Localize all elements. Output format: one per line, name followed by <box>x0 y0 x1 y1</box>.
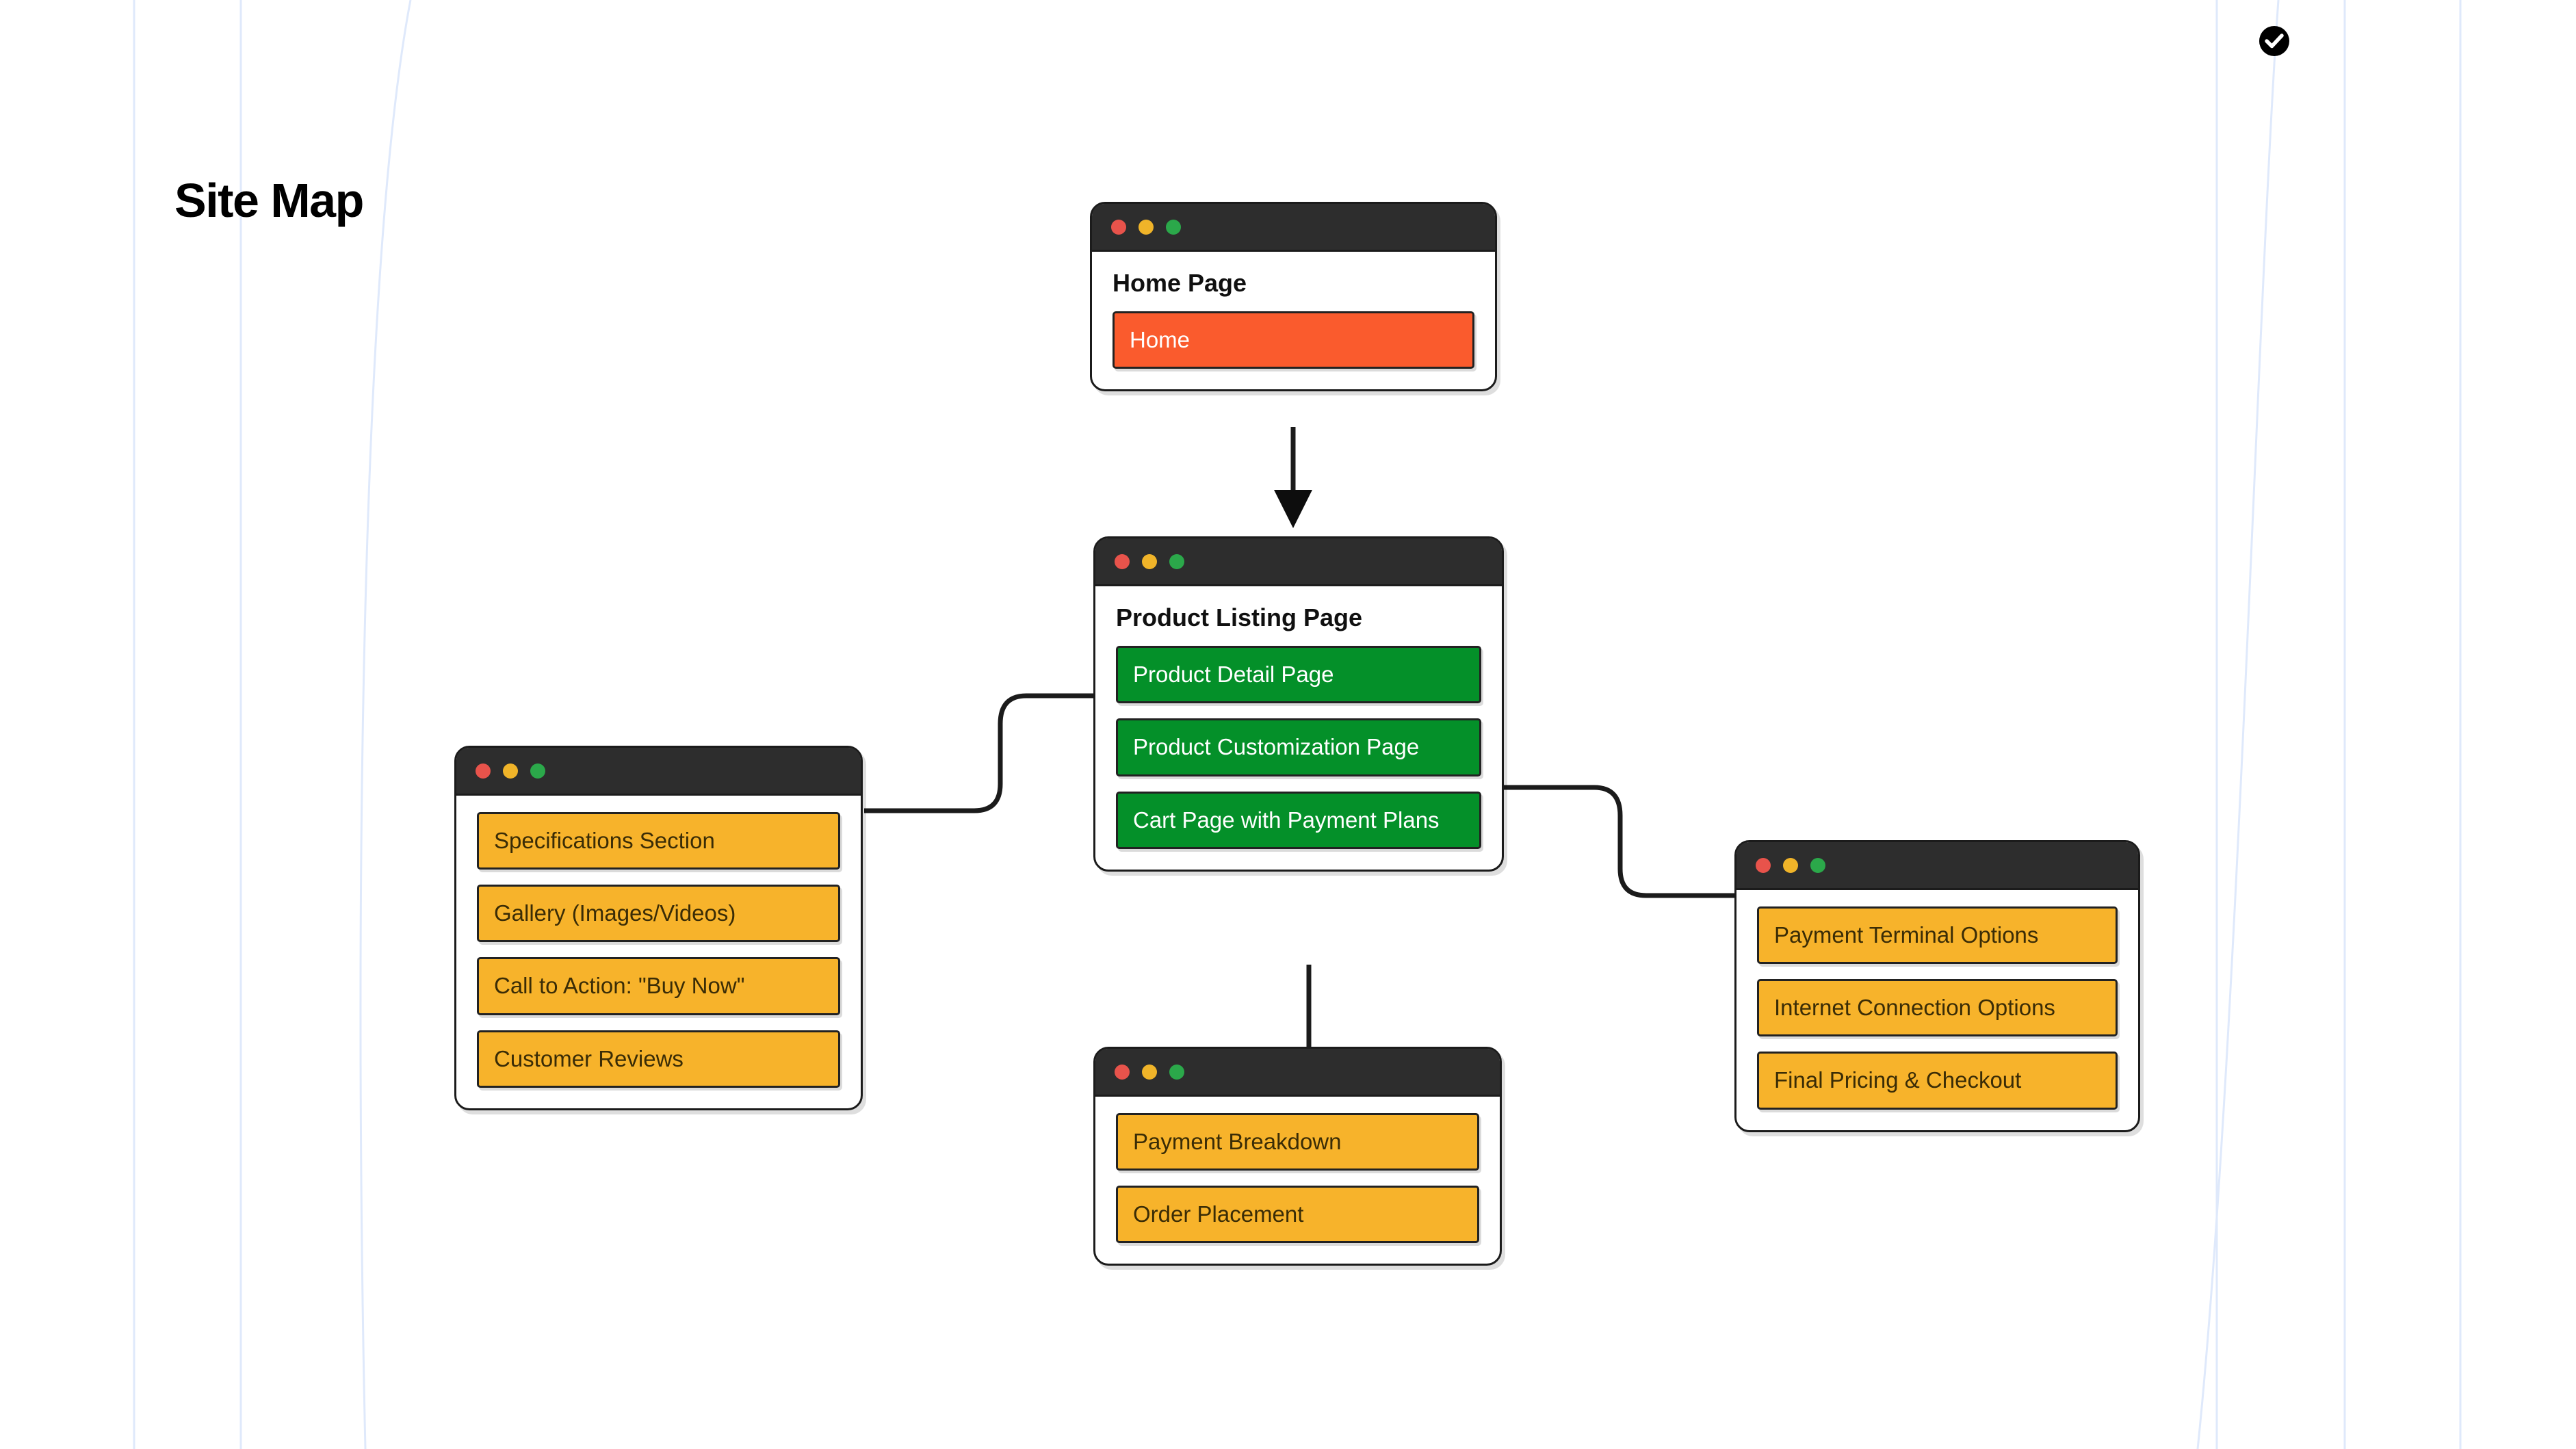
list-item[interactable]: Product Detail Page <box>1116 646 1481 704</box>
maximize-dot-icon[interactable] <box>1169 1064 1184 1080</box>
list-item[interactable]: Specifications Section <box>477 812 840 870</box>
close-dot-icon[interactable] <box>1115 553 1130 569</box>
list-item[interactable]: Final Pricing & Checkout <box>1757 1052 2118 1110</box>
minimize-dot-icon[interactable] <box>1142 553 1157 569</box>
window-body: Product Listing Page Product Detail Page… <box>1095 586 1502 870</box>
list-item[interactable]: Cart Page with Payment Plans <box>1116 791 1481 849</box>
card-product-detail-sections[interactable]: Specifications Section Gallery (Images/V… <box>454 746 863 1110</box>
window-titlebar <box>1095 1049 1500 1097</box>
window-body: Payment Terminal Options Internet Connec… <box>1736 890 2138 1130</box>
list-item[interactable]: Order Placement <box>1116 1186 1479 1244</box>
card-product-listing-page[interactable]: Product Listing Page Product Detail Page… <box>1093 536 1504 872</box>
maximize-dot-icon[interactable] <box>1810 857 1825 873</box>
check-circle-icon[interactable] <box>2254 21 2295 62</box>
list-item[interactable]: Payment Breakdown <box>1116 1113 1479 1171</box>
card-heading: Home Page <box>1113 269 1247 297</box>
window-body: Specifications Section Gallery (Images/V… <box>456 796 861 1108</box>
list-item[interactable]: Product Customization Page <box>1116 718 1481 776</box>
close-dot-icon[interactable] <box>1111 219 1126 235</box>
maximize-dot-icon[interactable] <box>1166 219 1181 235</box>
card-heading: Product Listing Page <box>1116 603 1363 631</box>
close-dot-icon[interactable] <box>1115 1064 1130 1080</box>
minimize-dot-icon[interactable] <box>1142 1064 1157 1080</box>
connector-listing-to-payment <box>1504 785 1735 898</box>
window-body: Payment Breakdown Order Placement <box>1095 1097 1500 1264</box>
connector-listing-to-detail <box>864 693 1093 813</box>
list-item[interactable]: Internet Connection Options <box>1757 979 2118 1037</box>
list-item[interactable]: Customer Reviews <box>477 1030 840 1088</box>
list-item[interactable]: Payment Terminal Options <box>1757 906 2118 965</box>
window-titlebar <box>456 748 861 796</box>
minimize-dot-icon[interactable] <box>1783 857 1798 873</box>
minimize-dot-icon[interactable] <box>503 763 518 779</box>
list-item[interactable]: Gallery (Images/Videos) <box>477 885 840 943</box>
card-order-flow[interactable]: Payment Breakdown Order Placement <box>1093 1047 1502 1266</box>
card-payment-options[interactable]: Payment Terminal Options Internet Connec… <box>1734 840 2140 1132</box>
maximize-dot-icon[interactable] <box>530 763 545 779</box>
arrowhead-icon <box>1274 490 1312 528</box>
window-body: Home Page Home <box>1092 252 1495 389</box>
card-home-page[interactable]: Home Page Home <box>1090 202 1497 392</box>
list-item[interactable]: Call to Action: "Buy Now" <box>477 957 840 1015</box>
window-titlebar <box>1095 538 1502 586</box>
window-titlebar <box>1736 842 2138 890</box>
maximize-dot-icon[interactable] <box>1169 553 1184 569</box>
list-item[interactable]: Home <box>1113 311 1474 369</box>
close-dot-icon[interactable] <box>1756 857 1771 873</box>
minimize-dot-icon[interactable] <box>1139 219 1154 235</box>
close-dot-icon[interactable] <box>476 763 491 779</box>
page-title: Site Map <box>174 174 364 227</box>
window-titlebar <box>1092 204 1495 252</box>
